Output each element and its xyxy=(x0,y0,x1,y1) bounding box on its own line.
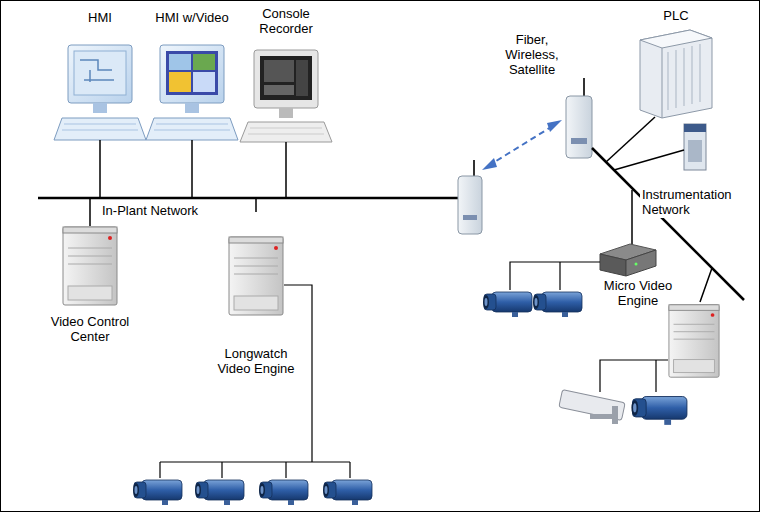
longwatch-server xyxy=(229,237,283,315)
hmi-monitor xyxy=(54,45,146,140)
device-label: Video Control Center xyxy=(40,314,140,344)
remote-camera-wiring xyxy=(600,360,668,392)
device-node: Video Control Center xyxy=(40,226,140,344)
device-node: Micro Video Engine xyxy=(595,244,681,308)
camera xyxy=(533,292,582,317)
device-node: Console Recorder xyxy=(246,6,326,144)
camera xyxy=(195,480,244,505)
device-label: Micro Video Engine xyxy=(595,278,681,308)
network-label: In-Plant Network xyxy=(102,203,222,218)
device-node: HMI w/Video xyxy=(147,10,237,142)
device-node: Longwatch Video Engine xyxy=(211,212,301,376)
device-label: Console Recorder xyxy=(246,6,326,36)
hmi-video-monitor xyxy=(146,45,238,140)
micro-camera-wiring xyxy=(510,262,600,290)
plc-rack xyxy=(640,30,712,118)
camera xyxy=(133,480,182,505)
camera xyxy=(483,292,532,317)
io-module xyxy=(684,124,706,170)
network-label: Instrumentation Network xyxy=(640,186,756,218)
in-plant-bus xyxy=(38,140,462,226)
device-label: Longwatch Video Engine xyxy=(211,346,301,376)
device-label: HMI xyxy=(55,10,145,25)
micro-video-box xyxy=(600,244,656,276)
left-radio xyxy=(458,160,482,234)
camera xyxy=(631,397,687,425)
bracket-camera xyxy=(559,390,625,424)
console-recorder-monitor xyxy=(240,50,332,142)
camera xyxy=(259,480,308,505)
wireless-link xyxy=(482,120,562,170)
camera-wiring xyxy=(160,285,350,478)
device-label: PLC xyxy=(636,8,716,23)
right-radio xyxy=(566,78,592,158)
device-label: HMI w/Video xyxy=(147,10,237,25)
device-node: PLC xyxy=(636,8,716,120)
remote-video-server xyxy=(669,305,719,377)
camera xyxy=(323,480,372,505)
network-label: Fiber, Wireless, Satellite xyxy=(494,32,570,77)
device-node: HMI xyxy=(55,10,145,142)
video-control-server xyxy=(63,227,117,305)
